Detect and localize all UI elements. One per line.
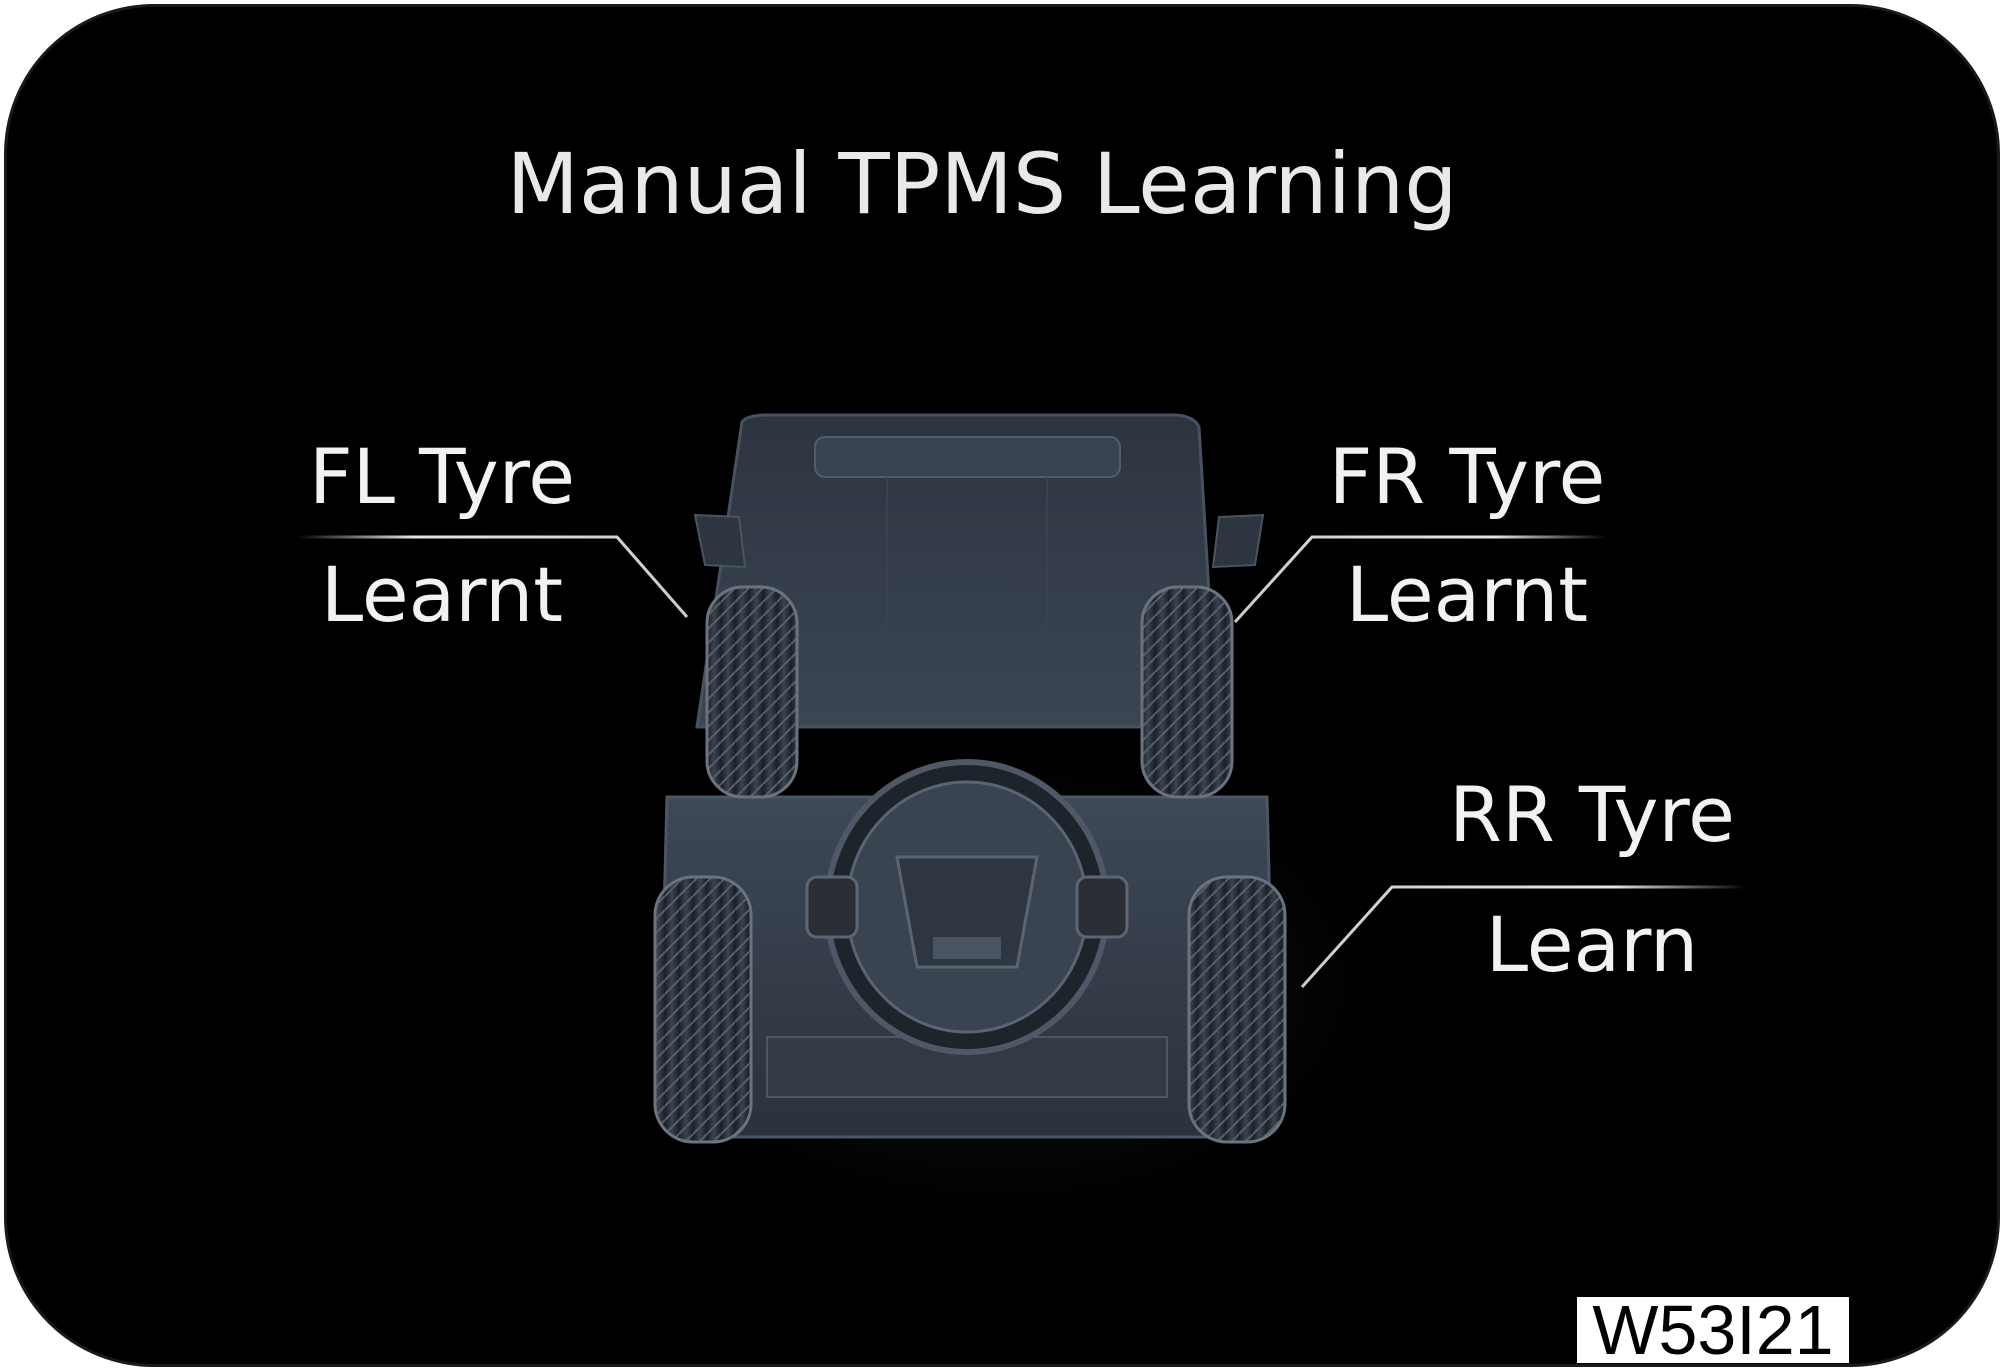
tpms-screen: Manual TPMS Learning FL Tyre Learnt FR T… <box>4 4 2000 1367</box>
fr-tyre-label: FR Tyre <box>1328 432 1606 521</box>
fr-tyre-status: Learnt <box>1345 550 1589 639</box>
fl-tyre-status: Learnt <box>320 550 564 639</box>
rr-tyre-label: RR Tyre <box>1449 770 1735 859</box>
page-title: Manual TPMS Learning <box>506 135 1458 233</box>
rr-tyre-status: Learn <box>1485 900 1699 989</box>
figure-code: W53I21 <box>1577 1295 1849 1364</box>
fl-tyre-label: FL Tyre <box>308 432 576 521</box>
vehicle-rear-view-icon <box>297 413 1747 1144</box>
